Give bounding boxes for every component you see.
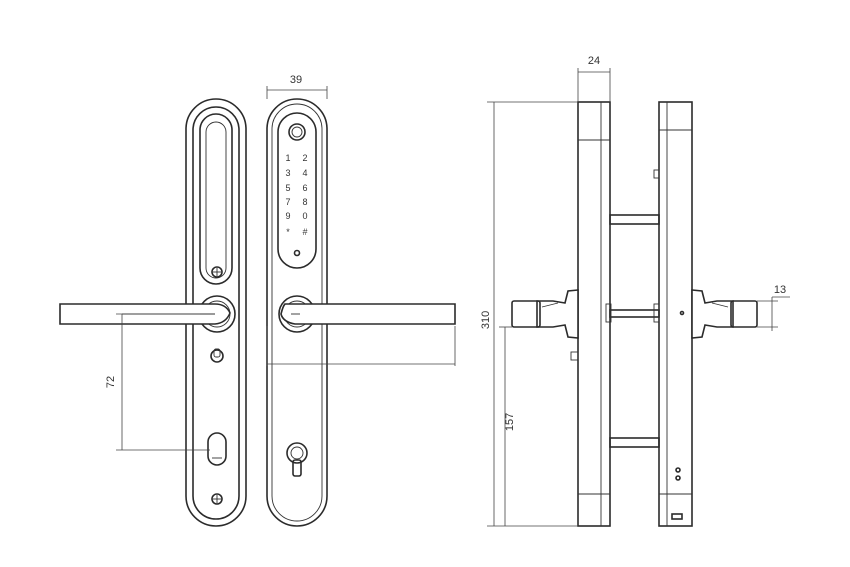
dimension-depth-label: 24 [588,55,600,67]
indicator-led-icon [293,249,301,257]
side-view [511,101,758,527]
keypad-key: 6 [302,183,307,193]
dimension-labels: 39 24 310 157 72 13 [105,55,786,431]
keypad-key: 1 [285,153,290,163]
keypad: 1 2 3 4 5 6 7 8 9 0 * # [285,153,307,237]
keypad-key: 8 [302,197,307,207]
fingerprint-sensor-icon [288,123,306,141]
keypad-key: # [302,227,307,237]
key-cylinder-icon [286,442,308,477]
cylinder-slot-icon [207,432,227,466]
back-plate [59,98,247,527]
dimension-handle-cylinder-label: 72 [105,376,117,388]
keypad-key: 0 [302,211,307,221]
dimension-lines [116,68,790,527]
keypad-key: * [286,227,290,237]
dimension-total-height-label: 310 [480,311,492,329]
front-plate: 1 2 3 4 5 6 7 8 9 0 * # [266,98,456,527]
keypad-key: 5 [285,183,290,193]
thumb-turn-icon [210,348,224,363]
screw-icon [211,493,223,505]
screw-icon [211,266,223,278]
keypad-key: 9 [285,211,290,221]
keypad-key: 3 [285,168,290,178]
dimension-width-label: 39 [290,74,302,86]
keypad-key: 7 [285,197,290,207]
keypad-key: 2 [302,153,307,163]
dimension-lower-height-label: 157 [504,413,516,431]
dimension-spindle-label: 13 [774,284,786,296]
keypad-key: 4 [302,168,307,178]
